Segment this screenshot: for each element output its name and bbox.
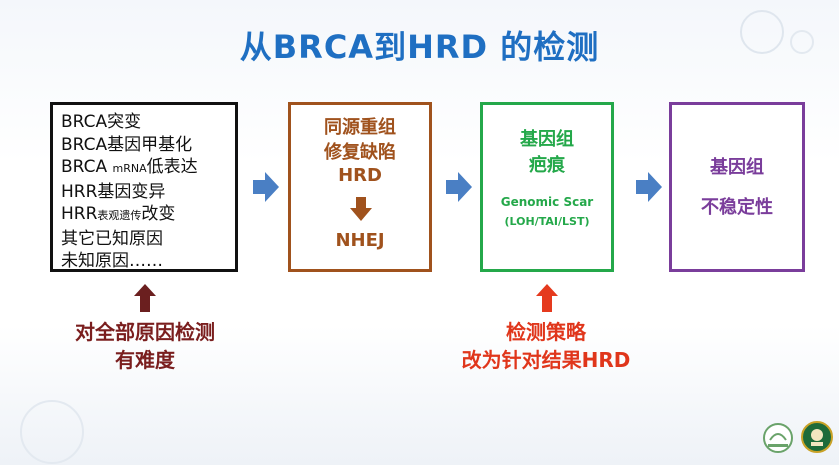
logo-right: [801, 421, 833, 453]
right-arrow-icon: [253, 172, 279, 202]
instability-line-1: 基因组: [710, 157, 764, 178]
page-title: 从BRCA到HRD 的检测: [239, 28, 600, 66]
hrd-box: 同源重组 修复缺陷 HRD NHEJ: [288, 102, 432, 272]
note-left-line-2: 有难度: [115, 348, 175, 372]
cause-item-text: HRR: [61, 204, 98, 224]
down-arrow-icon: [350, 197, 372, 221]
bg-decoration: [20, 400, 84, 464]
note-left-line-1: 对全部原因检测: [75, 320, 215, 344]
cause-item-small-text: 表观遗传: [97, 209, 142, 222]
cause-item-text: 未知原因……: [61, 251, 163, 271]
cause-item: BRCA基因甲基化: [61, 134, 235, 157]
hrd-line-1: 同源重组: [324, 117, 396, 138]
bg-decoration: [790, 30, 814, 54]
right-arrow-icon: [636, 172, 662, 202]
up-arrow-icon: [536, 284, 558, 312]
cause-item-text: BRCA突变: [61, 112, 142, 132]
cause-item: HRR表观遗传改变: [61, 203, 235, 228]
note-right-line-2: 改为针对结果HRD: [461, 348, 631, 372]
up-arrow-icon: [134, 284, 156, 312]
logo-left: [763, 423, 793, 453]
genomic-scar-box: 基因组 疤痕 Genomic Scar (LOH/TAI/LST): [480, 102, 614, 272]
scar-line-4: (LOH/TAI/LST): [504, 215, 590, 228]
scar-line-3: Genomic Scar: [500, 195, 594, 209]
bg-decoration: [740, 10, 784, 54]
hrd-line-3: HRD: [338, 165, 382, 186]
cause-item: BRCA突变: [61, 111, 235, 134]
scar-line-2: 疤痕: [529, 155, 565, 176]
scar-line-1: 基因组: [520, 129, 574, 150]
cause-item-text: 其它已知原因: [61, 228, 163, 249]
hrd-line-4: NHEJ: [335, 230, 385, 251]
note-left: 对全部原因检测 有难度: [40, 318, 250, 374]
cause-item: 未知原因……: [61, 250, 235, 273]
note-right-line-1: 检测策略: [506, 320, 586, 344]
cause-item: 其它已知原因: [61, 228, 235, 251]
hrd-line-2: 修复缺陷: [324, 142, 396, 163]
instability-line-2: 不稳定性: [701, 197, 773, 218]
cause-item-small-text: mRNA: [112, 162, 147, 175]
cause-item-text: HRR基因变异: [61, 181, 166, 202]
cause-item-suffix: 改变: [141, 204, 176, 224]
cause-item-text: BRCA基因甲基化: [61, 134, 193, 155]
cause-item: HRR基因变异: [61, 181, 235, 204]
note-right: 检测策略 改为针对结果HRD: [440, 318, 652, 374]
right-arrow-icon: [446, 172, 472, 202]
cause-item: BRCA mRNA低表达: [61, 156, 235, 181]
cause-item-suffix: 低表达: [146, 157, 198, 177]
instability-box: 基因组 不稳定性: [669, 102, 805, 272]
cause-item-text: BRCA: [61, 157, 113, 177]
